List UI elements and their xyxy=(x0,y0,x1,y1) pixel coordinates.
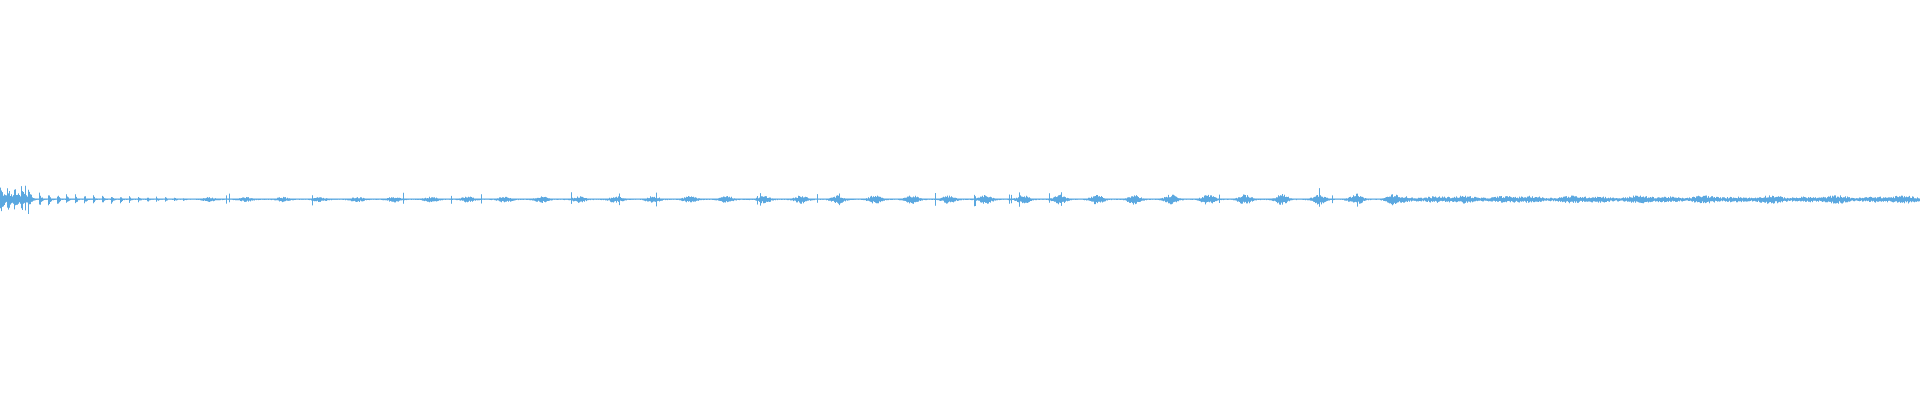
waveform-trace xyxy=(0,185,1920,214)
